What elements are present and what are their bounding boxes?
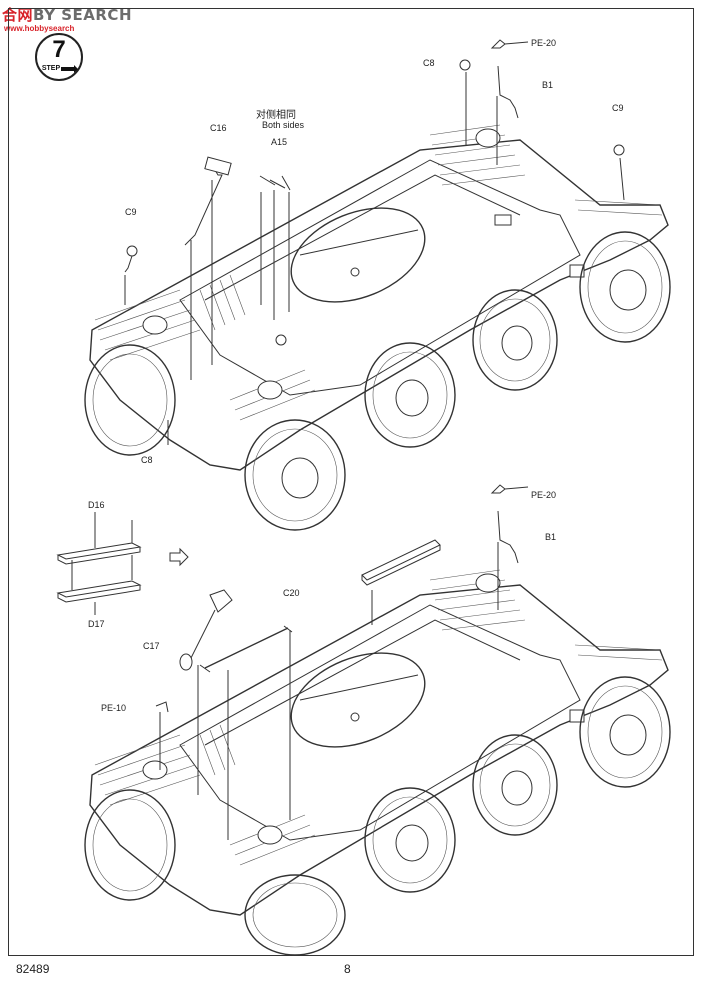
vehicle-top <box>84 39 671 531</box>
label-pe20-bottom: PE-20 <box>531 490 557 500</box>
step-number: 7 <box>52 36 65 63</box>
label-c9-right: C9 <box>612 103 624 113</box>
label-c8-bottom: C8 <box>141 455 153 465</box>
label-d16: D16 <box>88 500 105 510</box>
label-c9-left: C9 <box>125 207 137 217</box>
page-number: 8 <box>344 962 351 976</box>
parts-d16-d17 <box>56 512 189 615</box>
label-b1-bottom: B1 <box>545 532 557 542</box>
watermark-char-2: 网 <box>17 6 34 24</box>
watermark-url: www.hobbysearch <box>4 24 75 33</box>
watermark-char-1: 合 <box>2 6 18 24</box>
label-c17: C17 <box>143 641 160 651</box>
label-c20: C20 <box>283 588 300 598</box>
step-label: STEP <box>42 65 61 72</box>
step-arrow-icon <box>61 65 78 73</box>
label-both-sides-en: Both sides <box>262 120 305 130</box>
label-a15: A15 <box>271 137 288 147</box>
top-wheels <box>84 231 671 531</box>
watermark-text: BY SEARCH <box>33 6 132 24</box>
page-frame <box>8 8 694 956</box>
label-c8-top: C8 <box>423 58 435 68</box>
label-both-sides-cn: 对侧相同 <box>256 110 296 121</box>
vehicle-bottom <box>84 484 671 956</box>
label-pe10: PE-10 <box>101 703 127 713</box>
product-code: 82489 <box>16 962 50 976</box>
label-d17: D17 <box>88 619 105 629</box>
step-badge: 7 STEP <box>34 32 84 82</box>
bottom-wheels <box>84 676 671 956</box>
label-b1-top: B1 <box>542 80 554 90</box>
label-pe20-top: PE-20 <box>531 38 557 48</box>
label-c16: C16 <box>210 123 227 133</box>
watermark-logo: 合网BY SEARCH <box>2 4 132 25</box>
